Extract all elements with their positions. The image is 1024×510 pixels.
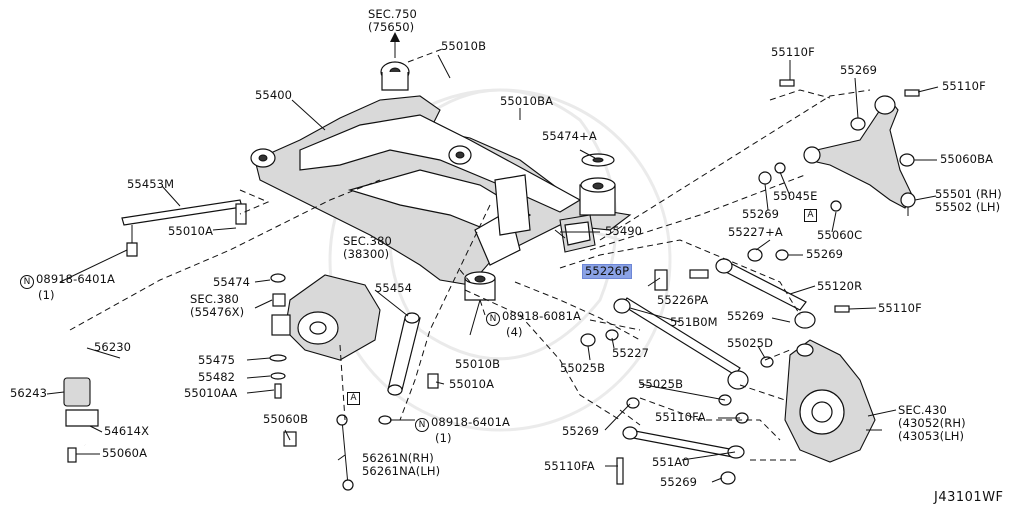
- callout-55060A[interactable]: 55060A: [102, 446, 148, 460]
- differential-drawing: [271, 274, 381, 361]
- callout-sec430[interactable]: SEC.430 (43052(RH) (43053(LH): [898, 404, 966, 443]
- callout-line: SEC.430: [898, 403, 947, 417]
- leader-lines: [46, 54, 939, 483]
- callout-56243[interactable]: 56243: [10, 386, 48, 400]
- rod-55453M-drawing: [121, 199, 247, 257]
- callout-line: (55476X): [190, 305, 245, 319]
- callout-55110FA[interactable]: 55110FA: [544, 459, 595, 473]
- callout-55060C[interactable]: 55060C: [817, 228, 863, 242]
- callout-sec750[interactable]: SEC.750 (75650): [368, 8, 417, 34]
- reference-mark-a: A: [347, 392, 360, 405]
- callout-line: 55502 (LH): [935, 200, 1001, 214]
- callout-line: SEC.750: [368, 7, 417, 21]
- crossmember-55400-drawing: [250, 61, 632, 301]
- fasteners-right-top: [747, 79, 920, 262]
- callout-55060BA[interactable]: 55060BA: [940, 152, 994, 166]
- callout-55120R[interactable]: 55120R: [817, 279, 863, 293]
- knuckle-drawing: [784, 339, 876, 463]
- callout-54614X[interactable]: 54614X: [104, 424, 150, 438]
- callout-55501-55502[interactable]: 55501 (RH) 55502 (LH): [935, 188, 1002, 214]
- callout-line: (1): [435, 431, 452, 445]
- callout-55453M[interactable]: 55453M: [127, 177, 175, 191]
- callout-line: (43053(LH): [898, 429, 965, 443]
- callout-55269[interactable]: 55269: [727, 309, 765, 323]
- reference-mark-a: A: [804, 209, 817, 222]
- n-circle-icon: N: [486, 312, 500, 326]
- callout-55110F[interactable]: 55110F: [878, 301, 922, 315]
- callout-551A0[interactable]: 551A0: [652, 455, 690, 469]
- callout-55269[interactable]: 55269: [562, 424, 600, 438]
- callout-55010A[interactable]: 55010A: [449, 377, 495, 391]
- callout-line: (4): [506, 325, 523, 339]
- diagram-code: J43101WF: [934, 490, 1004, 505]
- callout-55490[interactable]: 55490: [605, 224, 643, 238]
- n-circle-icon: N: [20, 275, 34, 289]
- callout-55475[interactable]: 55475: [198, 353, 236, 367]
- callout-55269[interactable]: 55269: [660, 475, 698, 489]
- callout-55269[interactable]: 55269: [840, 63, 878, 77]
- lower-arm-55120R-drawing: [689, 258, 850, 329]
- callout-sec380[interactable]: SEC.380 (38300): [343, 235, 392, 261]
- callout-55025B[interactable]: 55025B: [638, 377, 684, 391]
- callout-line: (38300): [343, 247, 390, 261]
- callout-55269[interactable]: 55269: [742, 207, 780, 221]
- callout-56230[interactable]: 56230: [94, 340, 132, 354]
- stabilizer-bar-drawing: [63, 329, 366, 464]
- callout-55474A[interactable]: 55474+A: [542, 129, 597, 143]
- callout-55025B[interactable]: 55025B: [560, 361, 606, 375]
- callout-line: (43052(RH): [898, 416, 966, 430]
- callout-55060B[interactable]: 55060B: [263, 412, 309, 426]
- callout-55226P-highlighted[interactable]: 55226P: [582, 264, 633, 279]
- arm-551B0M-drawing: [580, 269, 749, 390]
- callout-line: SEC.380: [190, 292, 239, 306]
- callout-55226PA[interactable]: 55226PA: [657, 293, 709, 307]
- callout-55454[interactable]: 55454: [375, 281, 413, 295]
- callout-55010B[interactable]: 55010B: [455, 357, 501, 371]
- callout-55010AA[interactable]: 55010AA: [184, 386, 238, 400]
- callout-55010BA[interactable]: 55010BA: [500, 94, 554, 108]
- brace-55454-drawing: [378, 312, 439, 425]
- dashed-lines: [69, 47, 871, 461]
- callout-55110FA[interactable]: 55110FA: [655, 410, 706, 424]
- link-56261-drawing: [336, 414, 354, 491]
- callout-55010A[interactable]: 55010A: [168, 224, 214, 238]
- callout-551B0M[interactable]: 551B0M: [670, 315, 718, 329]
- callout-55025D[interactable]: 55025D: [727, 336, 774, 350]
- callout-55010B[interactable]: 55010B: [441, 39, 487, 53]
- washer-hole-drawing: [592, 157, 604, 163]
- callout-55227A[interactable]: 55227+A: [728, 225, 783, 239]
- callout-line: 08918-6401A: [36, 272, 115, 286]
- bracket-55490-drawing: [559, 214, 596, 253]
- callout-line: 55501 (RH): [935, 187, 1002, 201]
- callout-55110F[interactable]: 55110F: [942, 79, 986, 93]
- callout-55269[interactable]: 55269: [806, 247, 844, 261]
- callout-55474[interactable]: 55474: [213, 275, 251, 289]
- callout-sec380-55476x[interactable]: SEC.380 (55476X): [190, 293, 244, 319]
- callout-line: SEC.380: [343, 234, 392, 248]
- callout-55482[interactable]: 55482: [198, 370, 236, 384]
- up-arrow-icon: [390, 32, 400, 58]
- callout-line: 08918-6401A: [431, 415, 510, 429]
- callout-55227[interactable]: 55227: [612, 346, 650, 360]
- callout-55400[interactable]: 55400: [255, 88, 293, 102]
- callout-line: 08918-6081A: [502, 309, 581, 323]
- link-551A0-drawing: [616, 356, 774, 485]
- callout-line: (1): [38, 288, 55, 302]
- callout-line: 56261NA(LH): [362, 464, 441, 478]
- callout-line: (75650): [368, 20, 415, 34]
- upper-arm-55501-drawing: [803, 95, 916, 216]
- n-circle-icon: N: [415, 418, 429, 432]
- callout-56261N[interactable]: 56261N(RH) 56261NA(LH): [362, 452, 440, 478]
- callout-55110F[interactable]: 55110F: [771, 45, 815, 59]
- callout-55045E[interactable]: 55045E: [773, 189, 818, 203]
- callout-line: 56261N(RH): [362, 451, 434, 465]
